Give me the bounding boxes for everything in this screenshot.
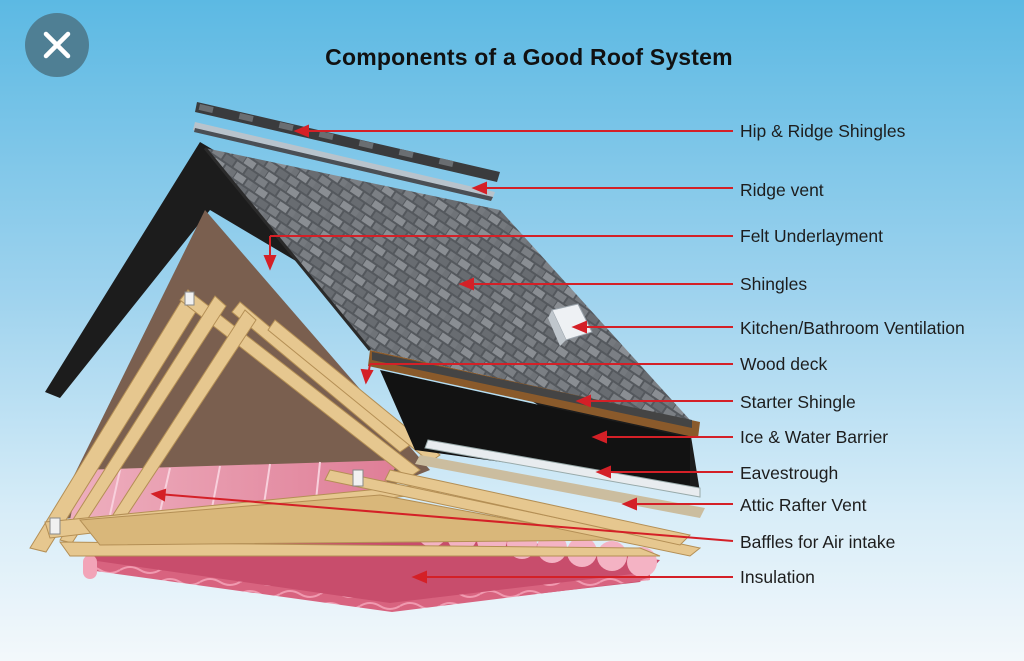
label-ice-water-barrier: Ice & Water Barrier (740, 427, 889, 447)
ice-water-barrier (380, 370, 690, 488)
ridge-vent (193, 122, 495, 201)
diagram-title: Components of a Good Roof System (325, 44, 733, 70)
label-eavestrough: Eavestrough (740, 463, 839, 483)
label-attic-rafter-vent: Attic Rafter Vent (740, 495, 867, 515)
label-starter-shingle: Starter Shingle (740, 392, 856, 412)
rafters (29, 289, 702, 557)
label-felt-underlayment: Felt Underlayment (740, 226, 883, 246)
starter-shingle (372, 352, 692, 428)
label-hip-ridge-shingles: Hip & Ridge Shingles (740, 121, 906, 141)
close-button[interactable] (25, 13, 89, 77)
label-baffles-air-intake: Baffles for Air intake (740, 532, 896, 552)
shingles-surface (205, 148, 690, 420)
label-ridge-vent: Ridge vent (740, 180, 824, 200)
leader-lines (150, 124, 734, 584)
label-insulation: Insulation (740, 567, 815, 587)
close-icon (43, 31, 71, 59)
label-shingles: Shingles (740, 274, 808, 294)
label-kitchen-bathroom-ventilation: Kitchen/Bathroom Ventilation (740, 318, 965, 338)
gable-wall (52, 210, 430, 520)
label-wood-deck: Wood deck (740, 354, 828, 374)
ridge-cap (195, 102, 500, 182)
